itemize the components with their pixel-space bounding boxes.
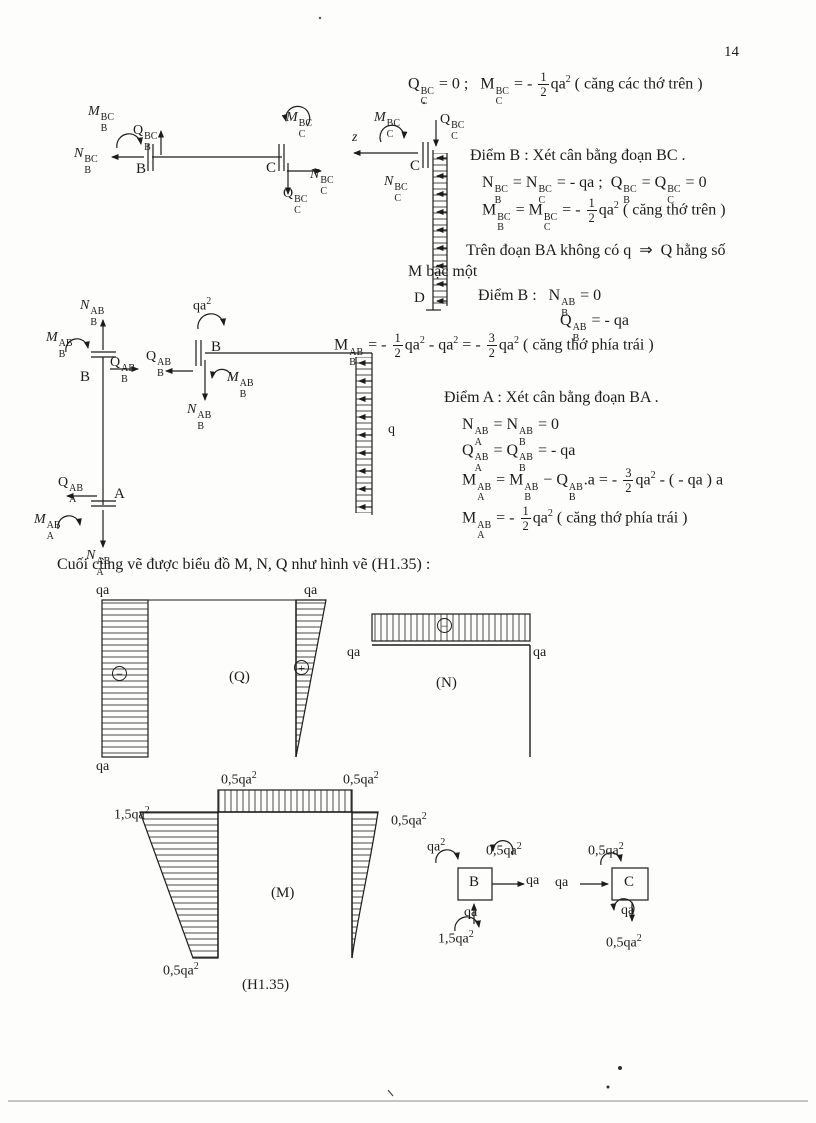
joint-c-node: C [624,874,635,890]
fig-beam-bc-linework [111,105,322,195]
point-b-title: Điểm B : Xét cân bằng đoạn BC . [470,147,686,164]
diagram-q-linework [101,599,327,758]
joint-c-moment-bottom: 0,5qa2 [606,933,642,951]
negative-sign-badge-n: − [437,618,452,633]
label-node-c-cd: C [410,158,421,174]
label-node-a: A [114,486,125,502]
figure-number-label: (H1.35) [242,977,290,993]
joint-b-qa-bottom: qa [464,905,478,920]
m-diagram-right-top: 0,5qa2 [391,811,427,829]
q-diagram-qa-bottom-left: qa [96,759,110,774]
label-node-d: D [414,290,425,306]
m-diagram-bar-right: 0,5qa2 [343,770,379,788]
label-z-axis: z [352,130,358,145]
m-diagram-bar-left: 0,5qa2 [221,770,257,788]
diagram-n-linework [371,613,531,757]
m-diagram-bottom-left: 0,5qa2 [163,961,199,979]
joint-b-moment-qa2: qa2 [427,837,446,855]
joint-b-qa-right: qa [526,873,540,888]
label-qa2-moment: qa2 [193,296,212,314]
joint-b-moment-15qa2: 1,5qa2 [438,929,474,947]
m-diagram-left-top: 1,5qa2 [114,805,150,823]
m-diagram-label: (M) [271,885,295,901]
page-number: 14 [724,44,739,60]
joint-c-detail-linework [580,852,649,922]
joint-b-node: B [469,874,480,890]
n-diagram-qa-right: qa [533,645,547,660]
label-node-b: B [136,161,147,177]
scan-artifacts [8,16,808,1102]
q-diagram-qa-top-right: qa [304,583,318,598]
joint-b-detail-linework [435,840,525,932]
note-segment-ba: Trên đoạn BA không có q ⇒ Q hằng số [466,242,726,259]
joint-b-moment-05qa2: 0,5qa2 [486,841,522,859]
negative-sign-badge: − [112,666,127,681]
label-load-q: q [388,422,395,437]
label-node-b-joint: B [211,339,222,355]
joint-c-qa-bottom: qa [621,903,635,918]
point-a-title: Điểm A : Xét cân bằng đoạn BA . [444,389,659,406]
joint-c-qa-left: qa [555,875,569,890]
fig-joint-b-beam-linework [165,313,373,515]
label-node-b-ab: B [80,369,91,385]
label-node-c: C [266,160,277,176]
fig-member-ab-linework [57,319,139,548]
fig-column-cd-linework [353,120,448,311]
n-diagram-qa-left: qa [347,645,361,660]
q-diagram-qa-top-left: qa [96,583,110,598]
note-m-linear: M bậc một [408,263,478,280]
n-diagram-label: (N) [436,675,457,691]
joint-c-moment-top: 0,5qa2 [588,841,624,859]
q-diagram-label: (Q) [229,669,250,685]
diagram-m-linework [139,789,379,959]
positive-sign-badge: + [294,660,309,675]
diagrams-caption: Cuối cùng vẽ được biểu đồ M, N, Q như hì… [57,556,431,573]
